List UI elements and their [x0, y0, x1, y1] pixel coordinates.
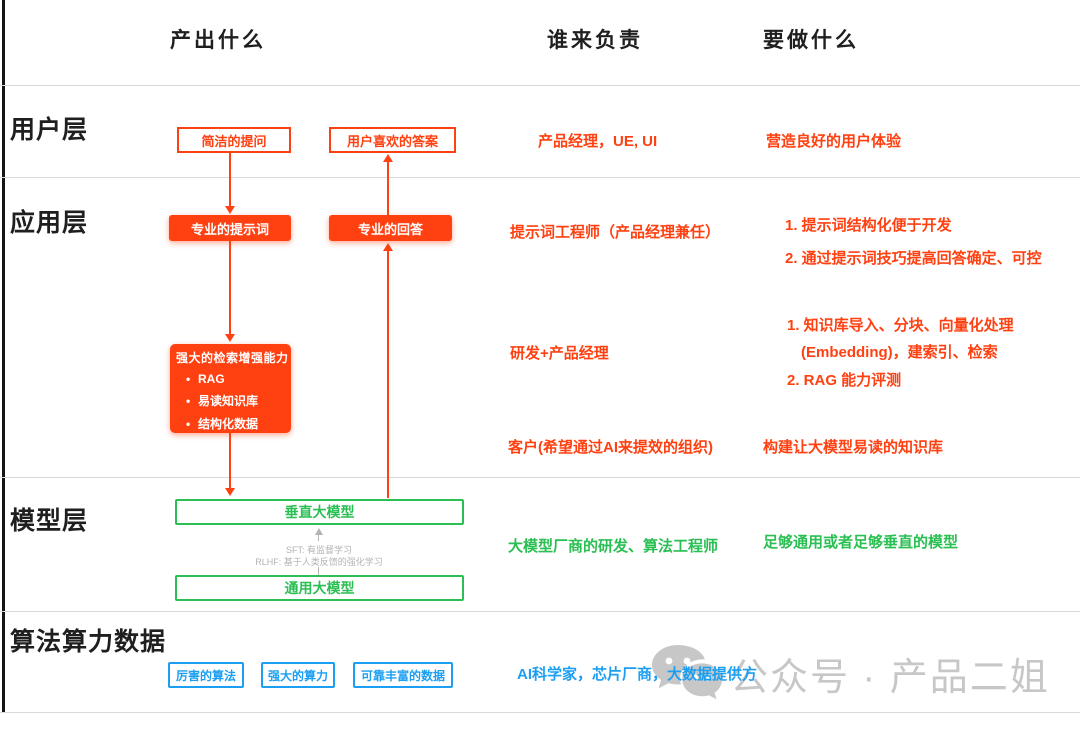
todo-rag-item-1b: (Embedding)，建索引、检索: [801, 344, 998, 361]
arrow-head-down-icon: [225, 334, 235, 342]
node-professional-response: 专业的回答: [329, 215, 452, 241]
node-strong-compute: 强大的算力: [261, 662, 335, 688]
row-divider: [0, 85, 1080, 86]
arrow-line-down: [229, 153, 231, 207]
row-divider: [0, 177, 1080, 178]
owner-model-vendor: 大模型厂商的研发、算法工程师: [508, 538, 719, 555]
todo-customer: 构建让大模型易读的知识库: [763, 439, 944, 456]
todo-prompt-item-1: 1. 提示词结构化便于开发: [785, 217, 952, 234]
node-concise-question: 简洁的提问: [177, 127, 291, 153]
rag-title: 强大的检索增强能力: [176, 351, 289, 365]
row-label-foundation-layer: 算法算力数据: [10, 628, 167, 656]
arrow-line-down: [229, 433, 231, 489]
row-label-model-layer: 模型层: [10, 507, 89, 535]
watermark: 公众号 · 产品二姐: [650, 643, 1050, 703]
note-sft: SFT: 有监督学习: [285, 545, 352, 555]
arrow-head-down-icon: [225, 206, 235, 214]
arrow-line-up: [387, 161, 389, 215]
node-professional-prompt: 专业的提示词: [169, 215, 291, 241]
row-label-user-layer: 用户层: [10, 116, 89, 144]
gray-arrow-head-up-icon: [315, 528, 323, 535]
arrow-head-down-icon: [225, 488, 235, 496]
column-header-todo: 要做什么: [763, 29, 859, 52]
owner-user-layer: 产品经理，UE, UI: [538, 133, 658, 150]
owner-foundation: AI科学家，芯片厂商，大数据提供方: [517, 666, 758, 683]
node-retrieval-capability: 强大的检索增强能力 •RAG •易读知识库 •结构化数据: [170, 344, 291, 433]
node-vertical-llm: 垂直大模型: [175, 499, 464, 525]
row-divider: [0, 712, 1080, 713]
node-strong-algorithm: 厉害的算法: [168, 662, 244, 688]
node-reliable-data: 可靠丰富的数据: [353, 662, 453, 688]
gray-arrow-line: [318, 535, 319, 541]
row-divider: [0, 611, 1080, 612]
column-header-owner: 谁来负责: [547, 29, 643, 52]
arrow-line-up: [387, 250, 389, 498]
todo-rag-item-1: 1. 知识库导入、分块、向量化处理: [787, 317, 1014, 334]
owner-rag-team: 研发+产品经理: [510, 345, 609, 362]
note-rlhf: RLHF: 基于人类反馈的强化学习: [255, 557, 383, 567]
todo-prompt-item-2: 2. 通过提示词技巧提高回答确定、可控: [785, 250, 1042, 267]
arrow-head-up-icon: [383, 243, 393, 251]
watermark-text: 公众号 · 产品二姐: [730, 656, 1050, 699]
column-header-output: 产出什么: [170, 29, 266, 52]
arrow-line-down: [229, 241, 231, 335]
todo-model-layer: 足够通用或者足够垂直的模型: [763, 534, 959, 551]
rag-item: •RAG: [186, 372, 225, 386]
row-divider: [0, 477, 1080, 478]
wechat-icon: [652, 645, 722, 700]
owner-prompt-engineer: 提示词工程师（产品经理兼任）: [510, 224, 721, 241]
todo-rag-item-2: 2. RAG 能力评测: [787, 372, 902, 389]
node-liked-answer: 用户喜欢的答案: [329, 127, 456, 153]
rag-item: •结构化数据: [186, 417, 259, 431]
owner-customer: 客户(希望通过AI来提效的组织): [508, 439, 713, 456]
node-general-llm: 通用大模型: [175, 575, 464, 601]
gray-arrow-line: [318, 567, 319, 575]
todo-user-layer: 营造良好的用户体验: [766, 133, 902, 150]
rag-item: •易读知识库: [186, 394, 259, 408]
table-left-border: [2, 0, 5, 712]
row-label-app-layer: 应用层: [10, 209, 89, 237]
arrow-head-up-icon: [383, 154, 393, 162]
